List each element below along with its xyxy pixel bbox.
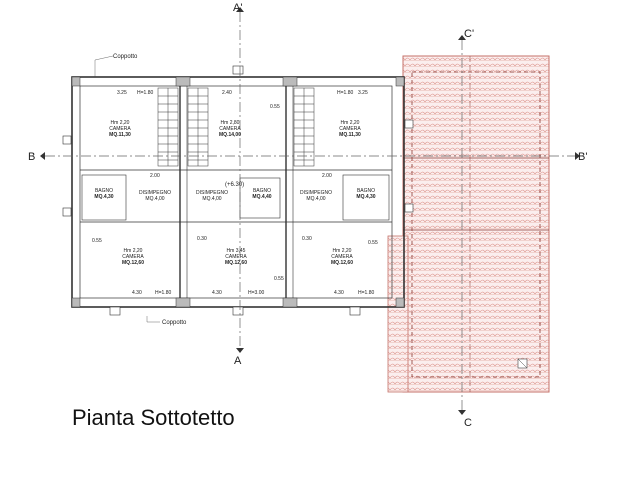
room-1-area: MQ.11,30 xyxy=(109,132,131,138)
room-1-hm: Hm 2,20 xyxy=(111,120,130,126)
room-5-area: MQ.4,00 xyxy=(145,196,164,202)
room-10-area: MQ.12,60 xyxy=(122,260,144,266)
room-11-area: MQ.12,60 xyxy=(225,260,247,266)
room-6-name: DISIMPEGNO xyxy=(196,190,228,196)
dim-bottom-2: H=1.80 xyxy=(155,290,171,296)
room-4-name: BAGNO xyxy=(95,188,113,194)
room-7-area: MQ.4,40 xyxy=(252,194,271,200)
room-3-area: MQ.11,30 xyxy=(339,132,361,138)
coppotto-label-top: Coppotto xyxy=(113,54,138,60)
room-3-name: CAMERA xyxy=(339,126,361,132)
dim-3: 0.30 xyxy=(302,236,312,242)
room-2-name: CAMERA xyxy=(219,126,241,132)
building-walls xyxy=(71,76,405,308)
section-c-top: C' xyxy=(464,28,474,40)
dim-top-1: 3.25 xyxy=(117,90,127,96)
room-1-name: CAMERA xyxy=(109,126,131,132)
room-12-area: MQ.12,60 xyxy=(331,260,353,266)
room-9-name: BAGNO xyxy=(357,188,375,194)
room-4-area: MQ.4,30 xyxy=(94,194,113,200)
room-11-name: CAMERA xyxy=(225,254,247,260)
dimensions: 0.55 0.30 0.30 0.55 0.55 0.55 3.25 H=1.8… xyxy=(92,90,378,296)
dim-top-2: H=1.80 xyxy=(137,90,153,96)
roof-plan xyxy=(387,55,550,393)
windows xyxy=(62,65,414,316)
plan-title: Pianta Sottotetto xyxy=(72,405,235,430)
room-11-hm: Hm 3,45 xyxy=(227,248,246,254)
dim-bottom-5: 4.30 xyxy=(334,290,344,296)
dim-door-1: 2.00 xyxy=(150,173,160,179)
room-12-hm: Hm 2,20 xyxy=(333,248,352,254)
room-3-hm: Hm 2,20 xyxy=(341,120,360,126)
section-a-bottom: A xyxy=(234,355,242,367)
room-9-area: MQ.4,30 xyxy=(356,194,375,200)
dim-4: 0.55 xyxy=(368,240,378,246)
room-10-name: CAMERA xyxy=(122,254,144,260)
section-b-left: B xyxy=(28,151,35,163)
section-b-right: B' xyxy=(578,151,587,163)
room-8-name: DISIMPEGNO xyxy=(300,190,332,196)
room-5-name: DISIMPEGNO xyxy=(139,190,171,196)
coppotto-label-bottom: Coppotto xyxy=(162,320,187,326)
room-2-hm: Hm 2,80 xyxy=(221,120,240,126)
room-labels: Hm 2,20 CAMERA MQ.11,30 Hm 2,80 CAMERA M… xyxy=(94,120,375,266)
room-12-name: CAMERA xyxy=(331,254,353,260)
section-lines xyxy=(45,12,580,412)
dim-6: 0.55 xyxy=(274,276,284,282)
dim-door-2: 2.00 xyxy=(322,173,332,179)
dim-2: 0.30 xyxy=(197,236,207,242)
stairs xyxy=(157,87,315,167)
room-8-area: MQ.4,00 xyxy=(306,196,325,202)
dim-bottom-3: 4.30 xyxy=(212,290,222,296)
room-6-area: MQ.4,00 xyxy=(202,196,221,202)
dim-bottom-6: H=1.80 xyxy=(358,290,374,296)
room-2-area: MQ.14,00 xyxy=(219,132,241,138)
dim-1: 0.55 xyxy=(92,238,102,244)
dim-5: 0.55 xyxy=(270,104,280,110)
dim-top-3: 2.40 xyxy=(222,90,232,96)
section-markers xyxy=(40,7,580,415)
level-marker: (+6.30) xyxy=(225,182,244,188)
room-10-hm: Hm 2,20 xyxy=(124,248,143,254)
dim-bottom-4: H=3.00 xyxy=(248,290,264,296)
dim-top-4: H=1.80 xyxy=(337,90,353,96)
dim-top-5: 3.25 xyxy=(358,90,368,96)
section-a-top: A' xyxy=(233,2,242,14)
dim-bottom-1: 4.30 xyxy=(132,290,142,296)
section-c-bottom: C xyxy=(464,417,472,429)
room-7-name: BAGNO xyxy=(253,188,271,194)
